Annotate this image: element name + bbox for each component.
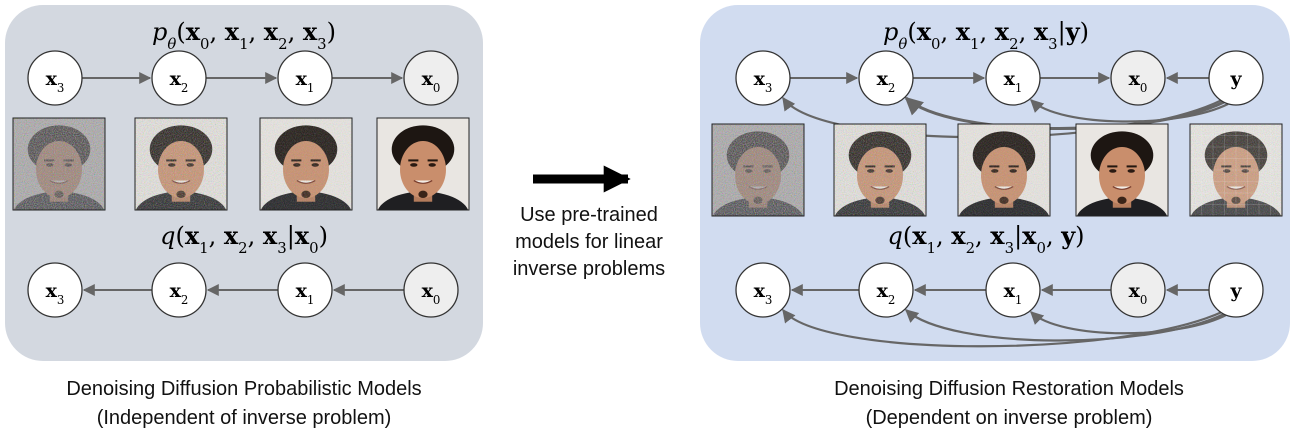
- right-top-curve-y-x1: [1030, 99, 1229, 123]
- node-label: x2: [877, 280, 896, 307]
- node-label: x3: [46, 68, 65, 95]
- node-circle: [735, 262, 791, 318]
- left-image-2: [259, 117, 353, 211]
- middle-text-line1: Use pre-trained: [520, 204, 658, 226]
- node-label: x2: [877, 68, 896, 95]
- node-circle: [403, 50, 459, 106]
- node-label: y: [1229, 280, 1242, 302]
- node-circle: [858, 50, 914, 106]
- noise-overlay: [13, 118, 105, 210]
- left-image-1: [134, 117, 228, 211]
- node-label: x0: [1129, 68, 1148, 95]
- right-image-0: [711, 123, 805, 217]
- left-top-node-x1: x1: [277, 50, 333, 106]
- right-bottom-node-y: y: [1208, 262, 1264, 318]
- right-top-node-y: y: [1208, 50, 1264, 106]
- node-label: x0: [422, 68, 441, 95]
- node-circle: [985, 50, 1041, 106]
- node-circle: [27, 50, 83, 106]
- noise-overlay: [958, 124, 1050, 216]
- left-bottom-node-x2: x2: [151, 262, 207, 318]
- right-image-1: [833, 123, 927, 217]
- right-bottom-node-x3: x3: [735, 262, 791, 318]
- left-bottom-node-x1: x1: [277, 262, 333, 318]
- right-bottom-node-x1: x1: [985, 262, 1041, 318]
- left-image-3: [376, 117, 470, 211]
- edges: [82, 72, 1229, 348]
- left-top-node-x0: x0: [403, 50, 459, 106]
- right-top-node-x1: x1: [985, 50, 1041, 106]
- left-top-node-x3: x3: [27, 50, 83, 106]
- noise-overlay: [712, 124, 804, 216]
- node-label: x2: [170, 280, 189, 307]
- right-top-node-x3: x3: [735, 50, 791, 106]
- right-image-4: [1189, 123, 1283, 217]
- left-bottom-node-x0: x0: [403, 262, 459, 318]
- left-image-0: [12, 117, 106, 211]
- left-top-formula: pθ(x0, x1, x2, x3): [152, 17, 336, 53]
- node-label: x0: [1129, 280, 1148, 307]
- left-top-node-x2: x2: [151, 50, 207, 106]
- graph-nodes: x3 x2 x1 x0 x3 x2 x1 x0 x3 x2 x1 x0 y x3 x2 x1 x0 y: [27, 50, 1264, 318]
- node-circle: [403, 262, 459, 318]
- node-circle: [277, 262, 333, 318]
- left-panel: [5, 5, 483, 361]
- node-circle: [277, 50, 333, 106]
- face-images: [12, 117, 1283, 217]
- noise-overlay: [135, 118, 227, 210]
- node-circle: [735, 50, 791, 106]
- node-label: x1: [296, 280, 315, 307]
- node-circle: [1110, 50, 1166, 106]
- node-label: x3: [754, 280, 773, 307]
- noise-overlay: [834, 124, 926, 216]
- node-label: y: [1229, 68, 1242, 90]
- node-circle: [858, 262, 914, 318]
- left-bottom-formula: q(x1, x2, x3|x0): [160, 221, 328, 257]
- node-label: x0: [422, 280, 441, 307]
- node-label: x2: [170, 68, 189, 95]
- middle-text-line2: models for linear: [515, 231, 663, 253]
- left-caption-line1: Denoising Diffusion Probabilistic Models: [66, 378, 421, 400]
- right-bottom-curve-y-x1: [1030, 311, 1229, 335]
- right-bottom-curve-y-x2: [905, 309, 1225, 342]
- right-top-formula: pθ(x0, x1, x2, x3|y): [883, 17, 1089, 53]
- right-top-curve-y-x2: [904, 96, 1225, 131]
- right-bottom-node-x2: x2: [858, 262, 914, 318]
- node-circle: [151, 262, 207, 318]
- noise-overlay: [260, 118, 352, 210]
- right-top-node-x0: x0: [1110, 50, 1166, 106]
- right-image-3: [1075, 123, 1169, 217]
- right-image-2: [957, 123, 1051, 217]
- node-label: x1: [1004, 68, 1023, 95]
- node-circle: [985, 262, 1041, 318]
- node-label: x1: [1004, 280, 1023, 307]
- node-circle: [1208, 262, 1264, 318]
- middle-text-line3: inverse problems: [513, 258, 665, 280]
- node-circle: [1110, 262, 1166, 318]
- left-caption-line2: (Independent of inverse problem): [97, 407, 392, 429]
- node-circle: [27, 262, 83, 318]
- right-caption-line2: (Dependent on inverse problem): [866, 407, 1153, 429]
- right-bottom-curve-y-x3: [782, 308, 1223, 348]
- node-label: x3: [754, 68, 773, 95]
- right-bottom-formula: q(x1, x2, x3|x0, y): [887, 221, 1084, 257]
- right-top-node-x2: x2: [858, 50, 914, 106]
- left-bottom-node-x3: x3: [27, 262, 83, 318]
- node-label: x3: [46, 280, 65, 307]
- noise-overlay: [1190, 124, 1282, 216]
- right-caption-line1: Denoising Diffusion Restoration Models: [834, 378, 1184, 400]
- node-circle: [1208, 50, 1264, 106]
- right-bottom-node-x0: x0: [1110, 262, 1166, 318]
- node-label: x1: [296, 68, 315, 95]
- node-circle: [151, 50, 207, 106]
